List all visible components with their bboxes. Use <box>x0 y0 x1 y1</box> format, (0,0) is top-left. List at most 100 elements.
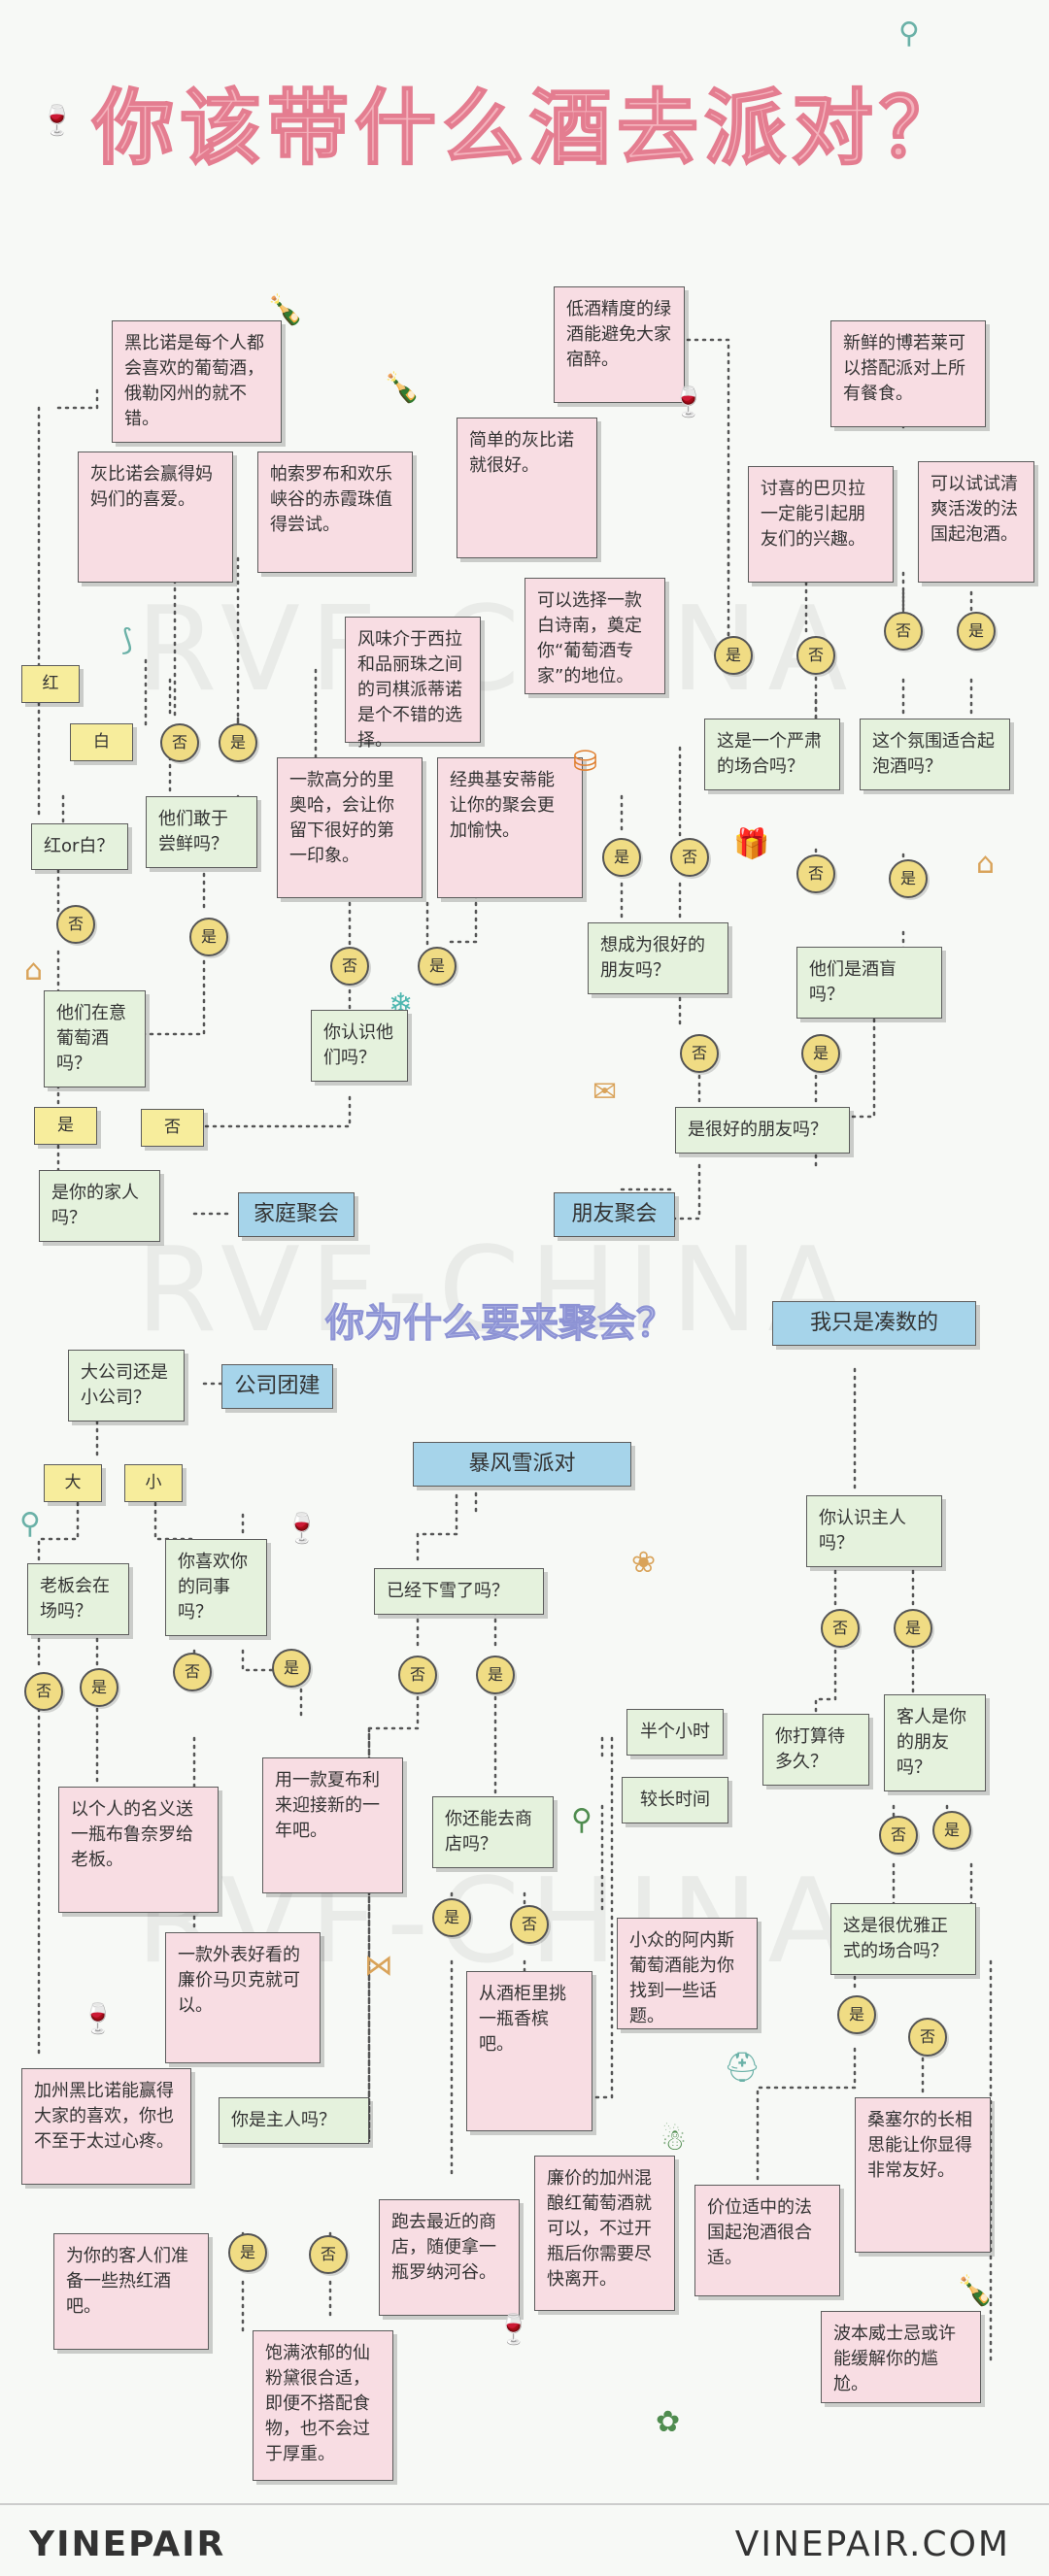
coin-yes: 是 <box>272 1649 311 1688</box>
question-wine-blind: 他们是酒盲吗？ <box>796 947 942 1020</box>
coin-no: 否 <box>309 2235 348 2274</box>
question-like-colleagues: 你喜欢你的同事吗？ <box>165 1539 267 1637</box>
coin-no: 否 <box>908 2018 947 2057</box>
wine-barrel-icon: ⛁ <box>573 745 598 779</box>
question-host-friend: 客人是你的朋友吗？ <box>884 1694 986 1792</box>
corkscrew-icon: ⚲ <box>571 1803 592 1837</box>
answer-box: 廉价的加州混酿红葡萄酒就可以，不过开瓶后你需要尽快离开。 <box>534 2156 675 2311</box>
snowman-icon: ☃ <box>660 2124 687 2158</box>
section-subtitle: 你为什么要来聚会？ <box>325 1301 676 1347</box>
answer-box: 以个人的名义送一瓶布鲁奈罗给老板。 <box>58 1787 219 1913</box>
watermark: RVF-CHINA <box>136 1223 858 1358</box>
bottle-icon: 🍷 <box>495 2313 532 2347</box>
question-big-small: 大公司还是小公司？ <box>68 1350 185 1422</box>
brand-website: VINEPAIR.COM <box>734 2525 1010 2564</box>
question-are-host: 你是主人吗？ <box>219 2097 369 2145</box>
envelope-icon: ✉ <box>592 1075 618 1109</box>
question-family: 是你的家人吗？ <box>39 1170 160 1243</box>
coin-no: 否 <box>510 1905 549 1944</box>
tag-yes: 是 <box>34 1107 97 1145</box>
coin-no: 否 <box>879 1816 918 1855</box>
coin-yes: 是 <box>189 918 228 956</box>
answer-box: 桑塞尔的长相思能让你显得非常友好。 <box>855 2097 991 2253</box>
tag-red: 红 <box>21 665 80 703</box>
question-boss-present: 老板会在场吗？ <box>27 1563 129 1636</box>
answer-box: 经典基安蒂能让你的聚会更加愉快。 <box>437 757 583 898</box>
answer-box: 波本威士忌或许能缓解你的尴尬。 <box>821 2311 981 2403</box>
bottle-icon: 🍾 <box>957 2274 994 2308</box>
coin-no: 否 <box>398 1656 437 1694</box>
answer-box: 灰比诺会赢得妈妈们的喜爱。 <box>78 452 233 583</box>
coin-no: 否 <box>796 636 835 675</box>
question-sparkling-mood: 这个氛围适合起泡酒吗？ <box>860 719 1010 791</box>
answer-box: 低酒精度的绿酒能避免大家宿醉。 <box>554 286 685 403</box>
answer-box: 跑去最近的商店，随便拿一瓶罗纳河谷。 <box>379 2199 520 2316</box>
question-good-friend-want: 想成为很好的朋友吗？ <box>588 922 728 995</box>
question-elegant: 这是很优雅正式的场合吗？ <box>830 1903 976 1976</box>
tag-no: 否 <box>141 1109 204 1147</box>
coin-no: 否 <box>670 838 709 877</box>
corkscrew-icon: ⚲ <box>898 17 920 50</box>
bow-tie-icon: ⋈ <box>364 1949 393 1983</box>
coin-no: 否 <box>680 1034 719 1073</box>
coin-yes: 是 <box>432 1898 471 1937</box>
vine-icon: ✿ <box>656 2405 681 2439</box>
coin-no: 否 <box>330 947 369 986</box>
wine-glass-icon: 🍷 <box>284 1512 321 1546</box>
category-family-party: 家庭聚会 <box>238 1192 355 1237</box>
answer-box: 新鲜的博若莱可以搭配派对上所有餐食。 <box>830 320 986 427</box>
question-know-host: 你认识主人吗？ <box>806 1495 942 1568</box>
question-stay-long: 你打算待多久？ <box>762 1714 869 1787</box>
wine-glass-icon: 🍷 <box>39 104 76 138</box>
answer-box: 黑比诺是每个人都会喜欢的葡萄酒，俄勒冈州的就不错。 <box>112 320 282 444</box>
tag-long-time: 较长时间 <box>622 1777 728 1824</box>
answer-box: 为你的客人们准备一些热红酒吧。 <box>53 2233 209 2350</box>
coin-yes: 是 <box>602 838 641 877</box>
coin-yes: 是 <box>80 1668 118 1707</box>
question-know-them: 你认识他们吗？ <box>311 1010 408 1083</box>
question-care-wine: 他们在意葡萄酒吗？ <box>44 990 146 1088</box>
category-tagalong: 我只是凑数的 <box>772 1301 976 1346</box>
coin-no: 否 <box>884 612 923 651</box>
corkscrew-icon: ⚲ <box>19 1507 41 1541</box>
category-friends-party: 朋友聚会 <box>554 1192 675 1237</box>
answer-box: 简单的灰比诺就很好。 <box>457 418 597 558</box>
coin-yes: 是 <box>219 723 257 762</box>
question-can-go-store: 你还能去商店吗？ <box>432 1796 554 1869</box>
champagne-bottle-icon: 🍾 <box>384 371 421 405</box>
coin-yes: 是 <box>476 1656 515 1694</box>
coin-no: 否 <box>24 1672 63 1711</box>
category-company-party: 公司团建 <box>221 1364 333 1409</box>
category-blizzard-party: 暴风雪派对 <box>413 1442 631 1487</box>
coin-no: 否 <box>160 723 199 762</box>
coin-yes: 是 <box>714 636 753 675</box>
question-serious: 这是一个严肃的场合吗？ <box>704 719 840 791</box>
wine-glass-icon: 🍷 <box>670 385 707 419</box>
house-icon: ⌂ <box>976 847 996 881</box>
coin-yes: 是 <box>957 612 996 651</box>
answer-box: 小众的阿内斯葡萄酒能为你找到一些话题。 <box>617 1918 758 2029</box>
question-good-friend: 是很好的朋友吗？ <box>675 1107 850 1154</box>
question-dare-new: 他们敢于尝鲜吗？ <box>146 796 257 869</box>
winter-hat-icon: ⛑ <box>724 2051 761 2085</box>
coin-yes: 是 <box>801 1034 840 1073</box>
coin-no: 否 <box>56 905 95 944</box>
tag-big: 大 <box>44 1464 102 1502</box>
footer-bar <box>0 2503 1049 2576</box>
answer-box: 饱满浓郁的仙粉黛很合适，即便不搭配食物，也不会过于厚重。 <box>253 2330 393 2481</box>
coin-yes: 是 <box>932 1811 971 1850</box>
question-snowing: 已经下雪了吗？ <box>374 1568 544 1616</box>
coin-yes: 是 <box>837 1995 876 2034</box>
answer-box: 帕索罗布和欢乐峡谷的赤霞珠值得尝试。 <box>257 452 413 573</box>
coin-no: 否 <box>173 1653 212 1691</box>
grapes-icon: ❀ <box>631 1546 657 1580</box>
answer-box: 从酒柜里挑一瓶香槟吧。 <box>466 1971 592 2131</box>
answer-box: 风味介于西拉和品丽珠之间的司棋派蒂诺是个不错的选择。 <box>345 617 481 751</box>
coin-yes: 是 <box>894 1609 932 1648</box>
coin-no: 否 <box>796 854 835 893</box>
answer-box: 一款高分的里奥哈，会让你留下很好的第一印象。 <box>277 757 423 898</box>
coin-yes: 是 <box>228 2233 267 2272</box>
question-red-or-white: 红or白？ <box>31 823 128 871</box>
tag-small: 小 <box>124 1464 183 1502</box>
coin-no: 否 <box>821 1609 860 1648</box>
